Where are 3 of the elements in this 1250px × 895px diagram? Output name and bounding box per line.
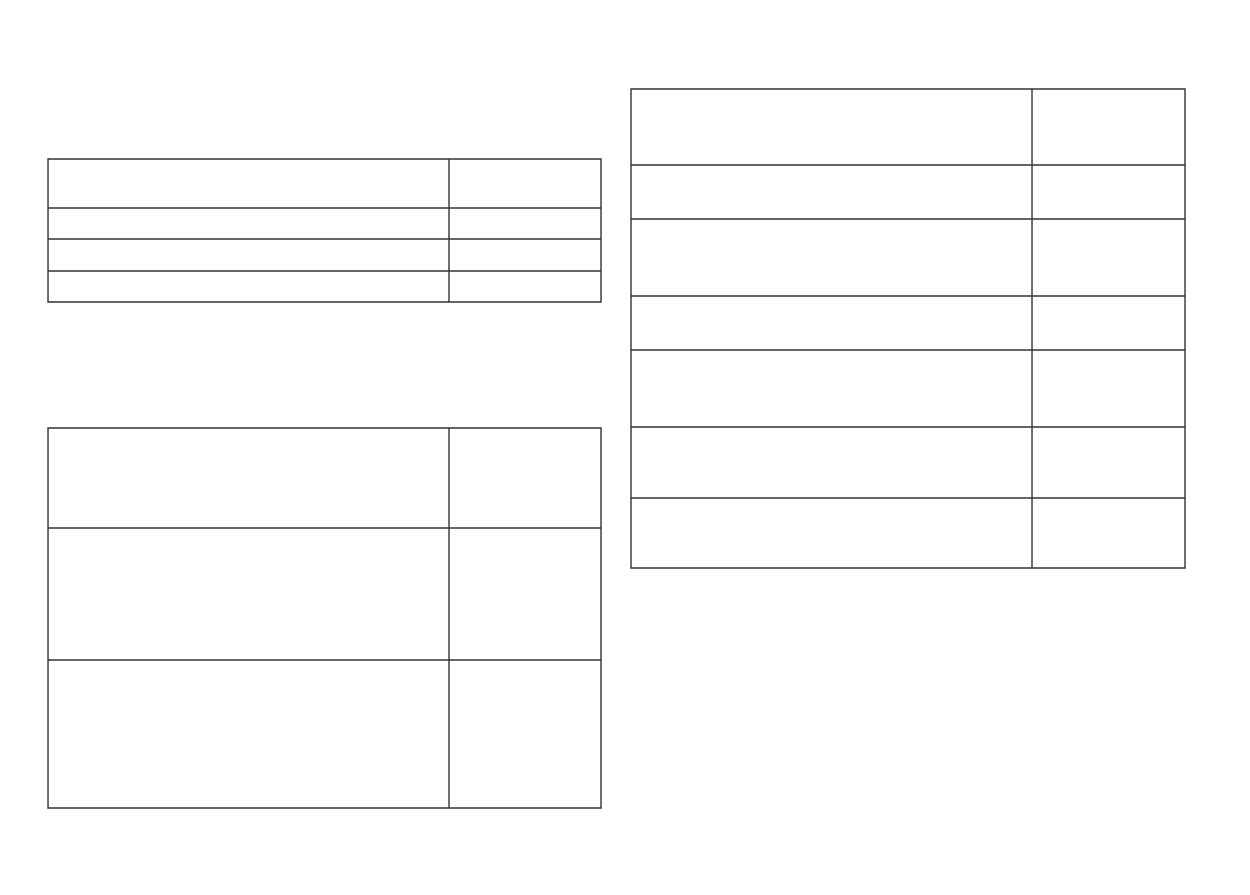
empty-table bbox=[630, 88, 1186, 569]
empty-table bbox=[47, 158, 602, 303]
empty-table bbox=[47, 427, 602, 809]
